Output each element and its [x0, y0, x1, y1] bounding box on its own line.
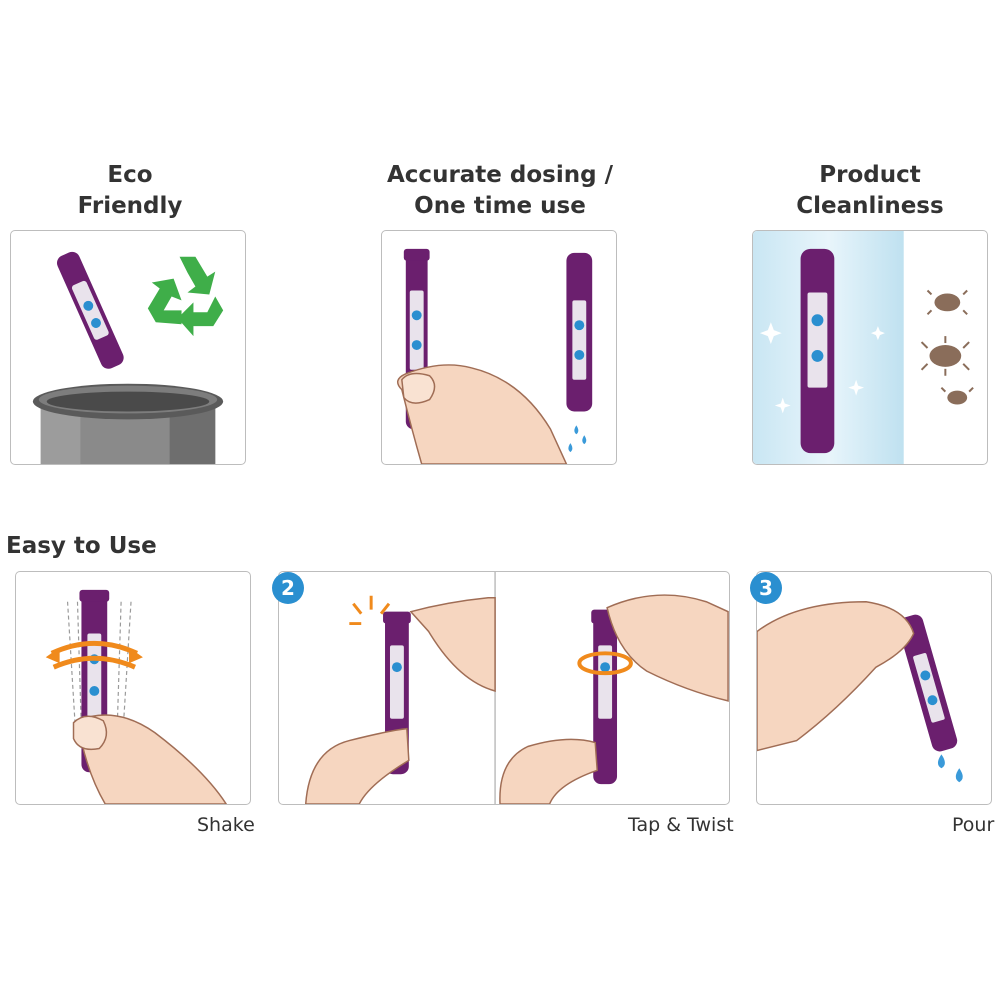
shake-illustration: [45, 589, 228, 804]
product-cleanliness-panel: [752, 230, 988, 465]
eco-friendly-panel: [10, 230, 246, 465]
dosing-illustration: [397, 248, 593, 464]
water-drop-icon: [937, 754, 963, 783]
eco-illustration: [32, 251, 224, 464]
accurate-dosing-panel: [381, 230, 617, 465]
tap-twist-illustration: [304, 572, 729, 804]
vial: [897, 614, 958, 752]
easy-to-use-heading: Easy to Use: [6, 533, 157, 559]
hand-illustration: [409, 597, 496, 692]
hand-illustration: [606, 594, 729, 702]
hand-illustration: [304, 727, 410, 804]
open-vial: [566, 252, 593, 412]
eco-friendly-heading: Eco Friendly: [77, 162, 183, 219]
step-2-badge: 2: [272, 572, 304, 604]
vial: [800, 248, 835, 454]
twist-arrow-icon: [577, 651, 633, 676]
hand-illustration: [72, 714, 228, 804]
step-3-badge: 3: [750, 572, 782, 604]
pour-panel: [756, 571, 992, 805]
shake-arrow-icon: [50, 640, 139, 656]
shake-caption: Shake: [197, 814, 255, 836]
shake-panel: [15, 571, 251, 805]
cleanliness-illustration: [753, 231, 974, 464]
sparkle-icon: [759, 322, 885, 414]
trash-can-icon: [32, 383, 224, 464]
vial: [56, 251, 124, 369]
product-cleanliness-heading: Product Cleanliness: [796, 162, 944, 219]
germ-icon: [920, 289, 974, 405]
tap-lines-icon: [349, 595, 391, 626]
water-drop-icon: [568, 425, 587, 453]
hand-illustration: [757, 600, 915, 752]
pour-caption: Pour: [952, 814, 995, 836]
tap-and-twist-panel: [278, 571, 730, 805]
hand-illustration: [397, 364, 568, 464]
pour-illustration: [757, 600, 963, 783]
tap-and-twist-caption: Tap & Twist: [628, 814, 734, 836]
recycle-icon: [147, 256, 224, 337]
accurate-dosing-heading: Accurate dosing / One time use: [387, 162, 613, 219]
hand-illustration: [499, 738, 598, 804]
